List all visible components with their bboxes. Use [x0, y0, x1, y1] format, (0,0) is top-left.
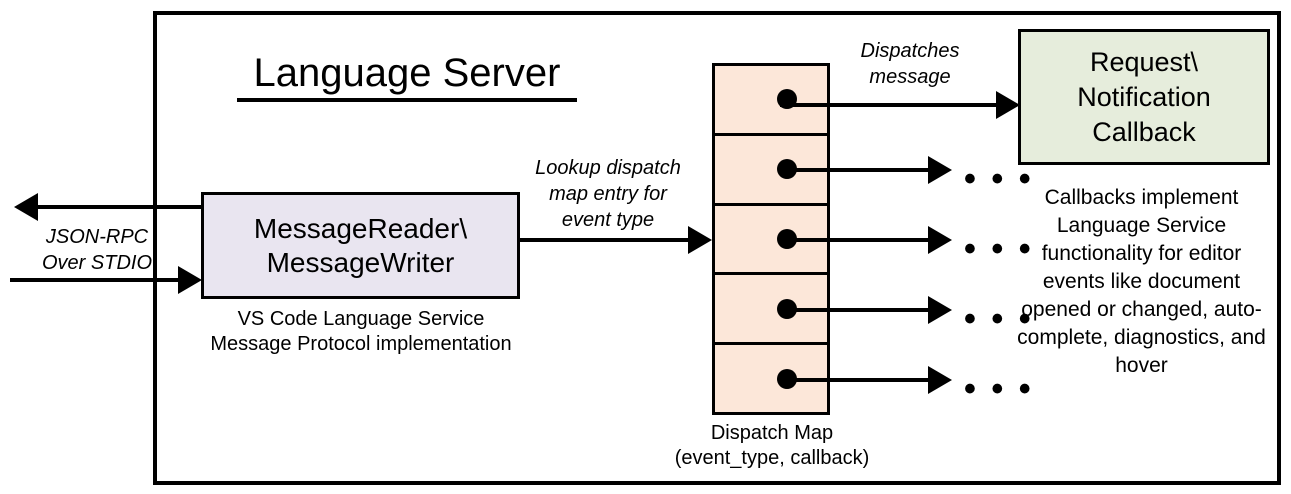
lookup-line1: Lookup dispatch: [535, 157, 681, 179]
inbound-line: [10, 278, 180, 282]
dispatch-line-1: [780, 103, 998, 107]
dispatch-arrowhead-1: [996, 91, 1020, 119]
dispatch-line-2: [780, 168, 930, 172]
dispatch-line-3: [780, 238, 930, 242]
message-io-caption-line1: VS Code Language Service: [237, 308, 485, 330]
dispatch-line-4: [780, 308, 930, 312]
json-rpc-line1: JSON-RPC: [45, 226, 149, 248]
edge-label-lookup: Lookup dispatch map entry for event type: [513, 155, 703, 233]
dispatch-map-table[interactable]: [712, 63, 830, 415]
message-io-caption: VS Code Language Service Message Protoco…: [190, 307, 532, 357]
dispatch-arrowhead-4: [928, 296, 952, 324]
dispatch-map-caption: Dispatch Map (event_type, callback): [663, 421, 881, 471]
lookup-line: [520, 238, 690, 242]
lookup-line2: map entry for: [549, 183, 667, 205]
callback-caption: Callbacks implement Language Service fun…: [1017, 186, 1266, 377]
message-reader-writer-node[interactable]: MessageReader\ MessageWriter: [201, 192, 520, 299]
dispatch-arrowhead-2: [928, 156, 952, 184]
dispatches-line1: Dispatches: [860, 40, 960, 62]
dispatch-map-caption-line2: (event_type, callback): [674, 447, 870, 469]
message-io-line1: MessageReader\: [253, 212, 468, 244]
inbound-arrowhead: [178, 266, 202, 294]
message-io-line2: MessageWriter: [266, 246, 455, 278]
lookup-arrowhead: [688, 226, 712, 254]
page-title: Language Server: [237, 50, 577, 102]
lookup-line3: event type: [561, 209, 655, 231]
json-rpc-line2: Over STDIO: [41, 252, 152, 274]
dispatch-map-caption-line1: Dispatch Map: [710, 422, 834, 444]
outbound-line: [38, 205, 203, 209]
request-notification-callback-node[interactable]: Request\ Notification Callback: [1018, 29, 1270, 165]
dispatch-ellipsis-5: • • •: [964, 370, 1034, 408]
language-server-frame: [153, 11, 1281, 485]
message-io-caption-line2: Message Protocol implementation: [210, 333, 512, 355]
callback-line3: Callback: [1092, 116, 1196, 147]
callback-line2: Notification: [1077, 81, 1211, 112]
dispatch-map-row-1[interactable]: [715, 66, 827, 136]
dispatch-arrowhead-3: [928, 226, 952, 254]
edge-label-json-rpc: JSON-RPC Over STDIO: [22, 224, 172, 276]
dispatch-arrowhead-5: [928, 366, 952, 394]
dispatch-line-5: [780, 378, 930, 382]
dispatches-line2: message: [869, 66, 951, 88]
edge-label-dispatches: Dispatches message: [830, 38, 990, 90]
outbound-arrowhead: [14, 193, 38, 221]
callback-line1: Request\: [1089, 46, 1199, 77]
